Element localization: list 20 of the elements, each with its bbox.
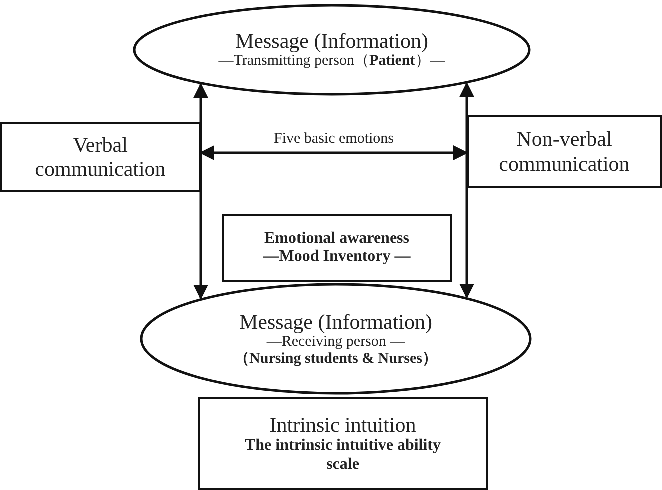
node-subtitle: —Transmitting person（Patient）— [218, 53, 446, 71]
node-title: Intrinsic intuition [270, 413, 416, 438]
node-title: Non-verbal communication [498, 127, 631, 176]
node-title: Message (Information) [235, 29, 429, 54]
message-ellipse [140, 283, 532, 395]
intuition-box [198, 397, 488, 490]
node-subtitle: The intrinsic intuitive ability scale [244, 437, 442, 474]
communication-box [0, 122, 201, 192]
node-title: Message (Information) [239, 310, 433, 334]
arrow [460, 82, 474, 299]
message-ellipse [133, 4, 531, 96]
communication-box [467, 115, 662, 188]
node-subtitle: —Mood Inventory — [263, 248, 411, 266]
node-subtitle: （Nursing students & Nurses） [234, 351, 438, 368]
node-subtitle: —Receiving person — [266, 334, 406, 352]
arrow [200, 146, 468, 160]
awareness-box [222, 214, 452, 282]
node-title: Verbal communication [34, 132, 167, 182]
node-title: Emotional awareness [264, 230, 410, 248]
arrow [194, 83, 208, 300]
